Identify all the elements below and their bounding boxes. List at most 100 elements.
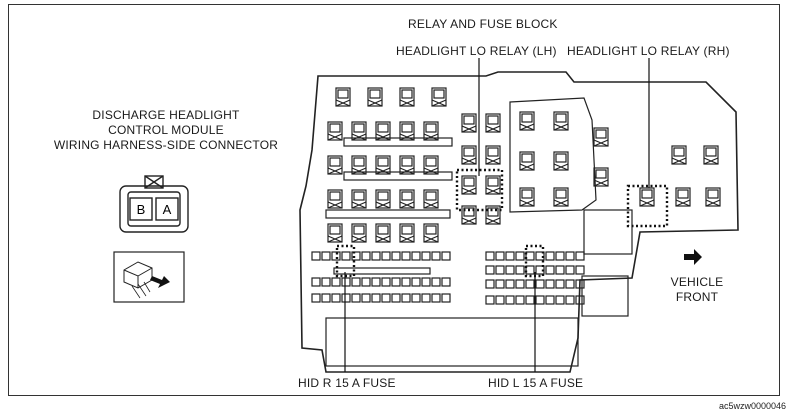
fuse-slot [411,293,421,303]
fuse-slot [421,251,431,261]
fuse-slot [351,277,361,287]
fuse-slot [361,251,371,261]
fuse-slot [371,251,381,261]
fuse-slot [401,277,411,287]
fuse-slot [525,295,535,305]
fuse-slot [411,277,421,287]
relay-socket [461,175,477,195]
fuse-slot [565,251,575,261]
fuse-slot [351,293,361,303]
fuse-slot [505,251,515,261]
fuse-slot [565,265,575,275]
fuse-slot [515,251,525,261]
relay-socket [399,87,415,107]
fuse-r-label: HID R 15 A FUSE [298,376,396,390]
fuse-slot [411,251,421,261]
relay-socket [553,111,569,131]
relay-socket [593,167,609,187]
fuse-slot [341,293,351,303]
relay-socket [399,121,415,141]
fuse-slot [495,265,505,275]
fuse-slot [525,279,535,289]
fuse-slot [331,251,341,261]
relay-socket [327,121,343,141]
connector-insertion-icon [113,251,185,303]
fuse-slot [505,295,515,305]
fuse-slot [311,251,321,261]
fuse-slot [381,277,391,287]
relay-socket [461,205,477,225]
relay-socket [327,155,343,175]
figure-code: ac5wzw0000046 [718,401,786,411]
relay-socket [671,145,687,165]
relay-socket [327,223,343,243]
fuse-slot [535,279,545,289]
fuse-r-highlight [335,244,356,278]
fuse-slot [441,277,451,287]
fuse-slot [371,277,381,287]
fuse-slot [381,251,391,261]
fuse-slot [421,277,431,287]
relay-socket [367,87,383,107]
fuse-slot [341,277,351,287]
module-title-line3: WIRING HARNESS-SIDE CONNECTOR [53,138,279,152]
fuse-slot [401,293,411,303]
relay-socket [519,151,535,171]
fuse-slot [321,293,331,303]
fuse-slot [421,293,431,303]
fuse-slot [381,293,391,303]
fuse-slot [331,277,341,287]
relay-socket [375,189,391,209]
fuse-slot [441,293,451,303]
fuse-slot [515,295,525,305]
fuse-slot [555,279,565,289]
relay-socket [553,151,569,171]
fuse-slot [391,251,401,261]
relay-socket [593,127,609,147]
fuse-slot [495,295,505,305]
relay-socket [461,113,477,133]
fuse-slot [321,277,331,287]
fuse-slot [361,293,371,303]
fuse-slot [371,293,381,303]
fuse-slot [575,295,585,305]
relay-socket [705,187,721,207]
fuse-slot [391,293,401,303]
relay-socket [461,145,477,165]
relay-socket [485,175,501,195]
relay-socket [703,145,719,165]
pin-b-label: B [137,202,146,217]
fuse-slot [485,251,495,261]
relay-lh-label: HEADLIGHT LO RELAY (LH) [396,44,557,58]
vehicle-front-line2: FRONT [675,290,719,304]
relay-socket [423,189,439,209]
pin-a-label: A [163,202,172,217]
module-title-line1: DISCHARGE HEADLIGHT [92,108,240,122]
relay-socket [423,155,439,175]
fuse-slot [545,265,555,275]
fuse-slot [431,293,441,303]
fuse-slot [545,251,555,261]
fuse-slot [431,277,441,287]
fuse-l-label: HID L 15 A FUSE [488,376,584,390]
relay-socket [375,121,391,141]
fuse-slot [341,251,351,261]
fuse-slot [441,251,451,261]
fuse-slot [321,251,331,261]
fuse-slot [391,277,401,287]
fuse-slot [431,251,441,261]
fuse-slot [505,279,515,289]
fuse-slot [485,295,495,305]
wiring-harness-connector [119,175,189,233]
fuse-slot [311,277,321,287]
fuse-slot [331,293,341,303]
fuse-slot [575,265,585,275]
relay-socket [375,155,391,175]
fuse-slot [351,251,361,261]
fuse-slot [361,277,371,287]
fuse-slot [545,279,555,289]
fuse-slot [515,279,525,289]
relay-socket [351,189,367,209]
relay-socket [675,187,691,207]
relay-socket [519,187,535,207]
